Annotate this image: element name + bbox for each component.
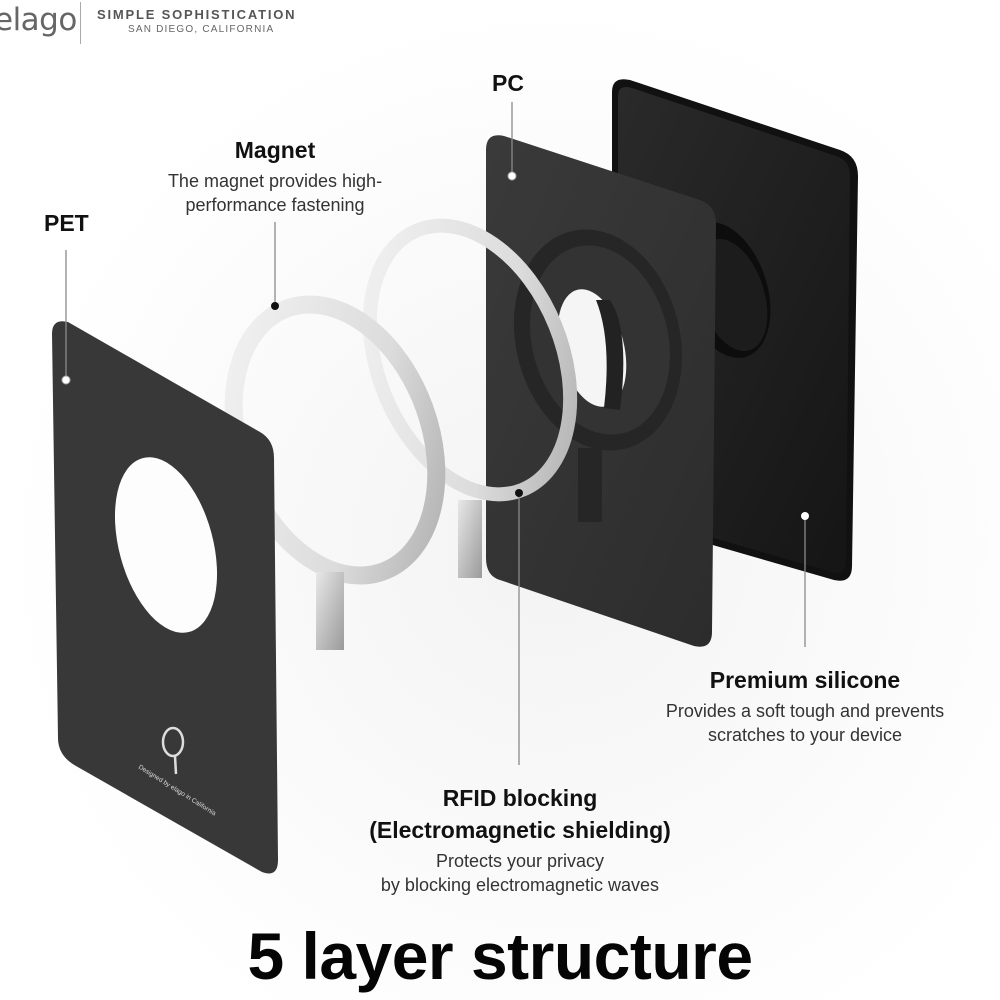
pc-title: PC bbox=[492, 70, 524, 96]
silicone-marker-dot bbox=[801, 512, 809, 520]
silicone-title: Premium silicone bbox=[709, 667, 901, 693]
rfid-marker-dot bbox=[515, 489, 523, 497]
brand-logo: elago bbox=[0, 2, 77, 38]
brand-divider bbox=[80, 2, 81, 44]
silicone-desc-line-1: Provides a soft tough and prevents bbox=[665, 701, 945, 721]
rfid-desc-line-1: Protects your privacy bbox=[435, 851, 605, 871]
silicone-description: Provides a soft tough and prevents scrat… bbox=[605, 699, 1000, 747]
rfid-desc-line-2: by blocking electromagnetic waves bbox=[380, 875, 660, 895]
pet-layer: Designed by elago in California bbox=[52, 321, 278, 874]
magnet-desc-line-2: performance fastening bbox=[185, 195, 365, 215]
magnet-description: The magnet provides high- performance fa… bbox=[0, 169, 550, 217]
rfid-ring-layer bbox=[362, 218, 578, 578]
rfid-title-line-1: RFID blocking bbox=[442, 785, 598, 811]
pet-marker-dot bbox=[61, 375, 71, 385]
leader-lines bbox=[65, 102, 806, 765]
brand-location: SAN DIEGO, CALIFORNIA bbox=[128, 24, 275, 35]
rfid-title: RFID blocking (Electromagnetic shielding… bbox=[320, 783, 720, 847]
silicone-desc-line-2: scratches to your device bbox=[707, 725, 903, 745]
rfid-description: Protects your privacy by blocking electr… bbox=[320, 849, 720, 897]
magnet-desc-line-1: The magnet provides high- bbox=[167, 171, 383, 191]
pet-title: PET bbox=[44, 210, 89, 236]
brand-tagline: SIMPLE SOPHISTICATION bbox=[97, 7, 297, 22]
magnet-title: Magnet bbox=[234, 137, 316, 163]
magsafe-icon bbox=[161, 726, 185, 775]
rfid-title-line-2: (Electromagnetic shielding) bbox=[369, 817, 671, 843]
magnet-marker-dot bbox=[271, 302, 279, 310]
headline: 5 layer structure bbox=[247, 919, 753, 993]
pc-marker-dot bbox=[507, 171, 517, 181]
